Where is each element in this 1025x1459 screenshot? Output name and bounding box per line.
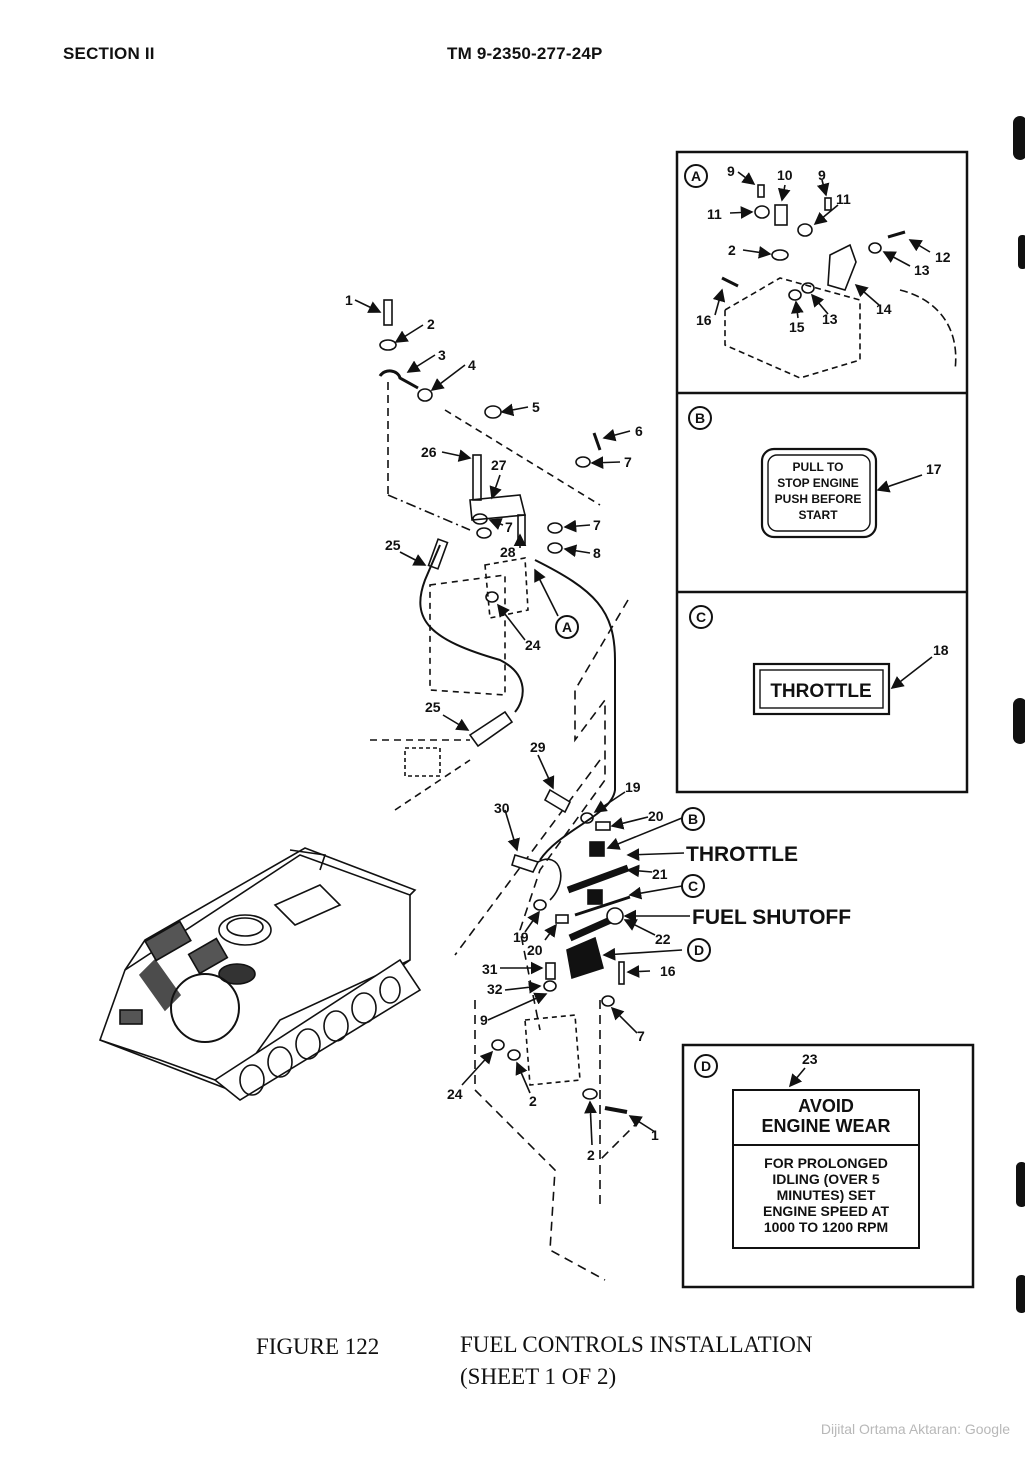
plate-b-line-1: PULL TO <box>793 460 844 474</box>
throttle-label: THROTTLE <box>686 843 798 866</box>
item-24a: 24 <box>525 637 541 653</box>
item-2d: 2 <box>587 1147 595 1163</box>
item-9c: 9 <box>480 1012 488 1028</box>
item-7a: 7 <box>624 454 632 470</box>
plate-b-line-4: START <box>798 508 838 522</box>
item-11b: 11 <box>707 206 722 222</box>
figure-number: FIGURE 122 <box>256 1334 380 1359</box>
item-25b: 25 <box>425 699 441 715</box>
linkage-assembly <box>370 299 641 1281</box>
item-1b: 1 <box>651 1127 659 1143</box>
item-22: 22 <box>655 931 671 947</box>
item-13a: 13 <box>914 262 930 278</box>
item-15: 15 <box>789 319 805 335</box>
stop-engine-plate <box>760 447 878 539</box>
edge-marks <box>1013 116 1025 1313</box>
item-17: 17 <box>926 461 942 477</box>
fuel-shutoff-label: FUEL SHUTOFF <box>692 906 851 929</box>
item-19a: 19 <box>625 779 641 795</box>
item-19b: 19 <box>513 929 529 945</box>
plate-d-heading-2: ENGINE WEAR <box>761 1116 890 1136</box>
item-7d: 7 <box>637 1028 645 1044</box>
detail-d: D AVOID ENGINE WEAR FOR PROLONGED IDLING… <box>694 1051 920 1249</box>
item-7c: 7 <box>593 517 601 533</box>
detail-b-letter: B <box>695 410 705 426</box>
item-11a: 11 <box>836 191 851 207</box>
plate-d-body-5: 1000 TO 1200 RPM <box>764 1219 888 1235</box>
plate-d-heading-1: AVOID <box>798 1096 854 1116</box>
item-27: 27 <box>491 457 507 473</box>
item-30: 30 <box>494 800 510 816</box>
plate-c-text: THROTTLE <box>770 681 871 702</box>
ref-a-letter: A <box>562 619 572 635</box>
item-9a: 9 <box>727 163 735 179</box>
item-4: 4 <box>468 357 476 373</box>
item-2c: 2 <box>529 1093 537 1109</box>
item-8: 8 <box>593 545 601 561</box>
plate-d-body-4: ENGINE SPEED AT <box>763 1203 889 1219</box>
item-16a: 16 <box>696 312 712 328</box>
detail-b: B PULL TO STOP ENGINE PUSH BEFORE START … <box>688 406 942 539</box>
detail-c-letter: C <box>696 609 706 625</box>
item-28: 28 <box>500 544 516 560</box>
item-20a: 20 <box>648 808 664 824</box>
item-5: 5 <box>532 399 540 415</box>
detail-b-badge <box>688 406 712 430</box>
item-21: 21 <box>652 866 668 882</box>
item-3: 3 <box>438 347 446 363</box>
item-2b: 2 <box>427 316 435 332</box>
ref-d-letter: D <box>694 942 704 958</box>
plate-d-body-3: MINUTES) SET <box>777 1187 876 1203</box>
item-20b: 20 <box>527 942 543 958</box>
item-24b: 24 <box>447 1086 463 1102</box>
item-12: 12 <box>935 249 951 265</box>
item-7b: 7 <box>505 519 513 535</box>
detail-a: A <box>684 163 957 379</box>
ref-c-letter: C <box>688 878 698 894</box>
item-14: 14 <box>876 301 892 317</box>
throttle-plate <box>752 662 891 716</box>
plate-d-body-2: IDLING (OVER 5 <box>772 1171 880 1187</box>
avoid-engine-wear-plate <box>732 1089 920 1249</box>
detail-panels <box>675 150 975 1289</box>
figure-sheet: (SHEET 1 OF 2) <box>460 1364 617 1389</box>
detail-references: A B C D <box>555 615 711 962</box>
tm-number: TM 9-2350-277-24P <box>447 44 603 63</box>
plate-b-line-2: STOP ENGINE <box>777 476 859 490</box>
item-26: 26 <box>421 444 437 460</box>
ref-b-letter: B <box>688 811 698 827</box>
item-13b: 13 <box>822 311 838 327</box>
section-heading: SECTION II <box>63 44 155 63</box>
detail-d-letter: D <box>701 1058 711 1074</box>
item-18: 18 <box>933 642 949 658</box>
item-32: 32 <box>487 981 503 997</box>
item-2a: 2 <box>728 242 736 258</box>
item-10: 10 <box>777 167 793 183</box>
plate-b-line-3: PUSH BEFORE <box>775 492 862 506</box>
item-number-labels: 1 2 3 4 5 6 7 26 27 7 7 8 28 25 24 25 29… <box>345 292 676 1163</box>
detail-a-letter: A <box>691 168 701 184</box>
item-1a: 1 <box>345 292 353 308</box>
vehicle-illustration <box>98 847 422 1101</box>
item-29: 29 <box>530 739 546 755</box>
plate-d-body-1: FOR PROLONGED <box>764 1155 888 1171</box>
item-25a: 25 <box>385 537 401 553</box>
detail-a-badge <box>684 164 708 188</box>
digitization-watermark: Dijital Ortama Aktaran: Google <box>820 1421 1010 1437</box>
item-9b: 9 <box>818 167 826 183</box>
item-31: 31 <box>482 961 498 977</box>
detail-d-badge <box>694 1054 718 1078</box>
item-16b: 16 <box>660 963 676 979</box>
figure-title: FUEL CONTROLS INSTALLATION <box>460 1332 813 1357</box>
road-wheels <box>239 976 401 1096</box>
item-23: 23 <box>802 1051 818 1067</box>
detail-c-badge <box>689 605 713 629</box>
item-6: 6 <box>635 423 643 439</box>
detail-c: C THROTTLE 18 <box>689 605 949 716</box>
leader-arrows <box>354 299 683 1146</box>
